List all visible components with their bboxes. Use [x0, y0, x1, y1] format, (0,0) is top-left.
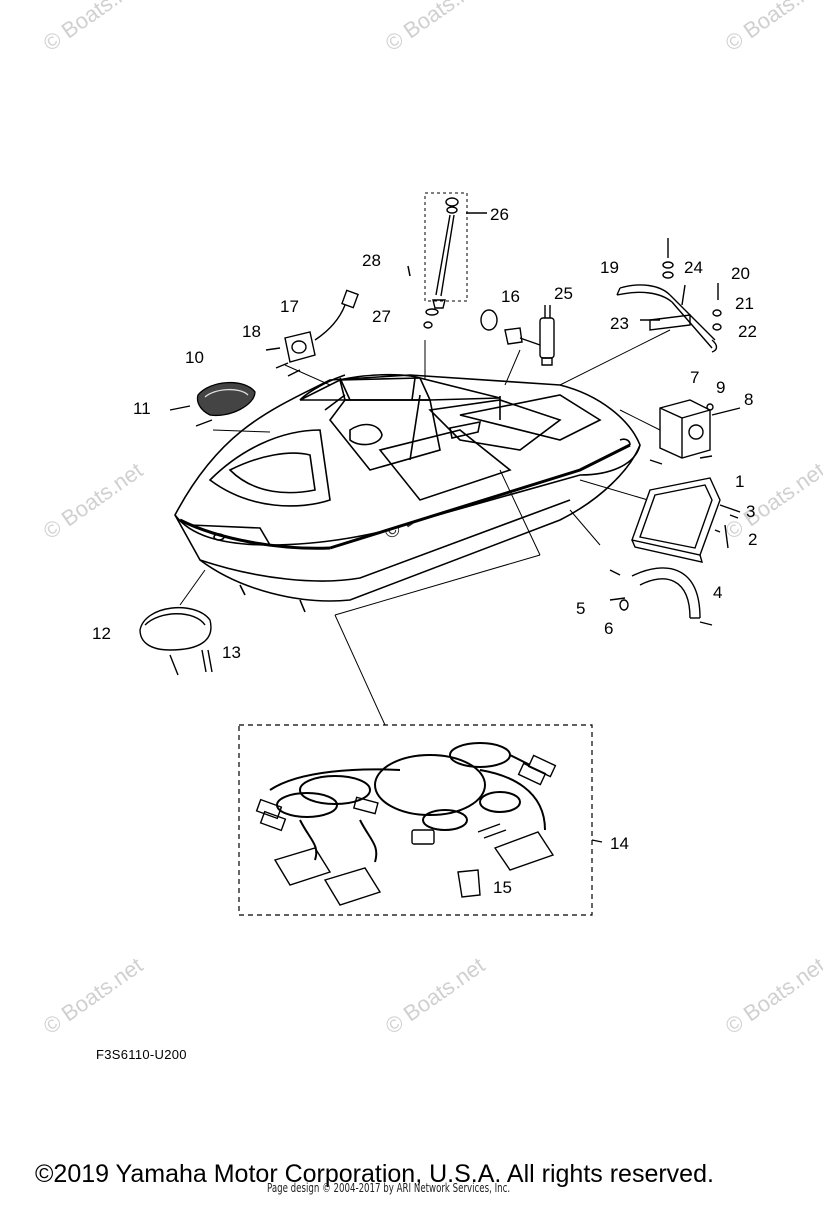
- part-4-strap: [609, 567, 713, 626]
- part-16-25: [480, 305, 555, 366]
- callout-24: 24: [684, 258, 703, 277]
- callout-26: 26: [490, 205, 509, 224]
- watermark: © Boats.net: [381, 0, 490, 56]
- callout-17: 17: [280, 297, 299, 316]
- callout-1: 1: [735, 472, 744, 491]
- callout-13: 13: [222, 643, 241, 662]
- watermark: © Boats.net: [721, 952, 823, 1039]
- callout-28: 28: [362, 251, 381, 270]
- boat-hull: [174, 373, 641, 613]
- part-26-antenna: [423, 192, 487, 329]
- callout-22: 22: [738, 322, 757, 341]
- callout-10: 10: [185, 348, 204, 367]
- watermark: © Boats.net: [39, 952, 148, 1039]
- callout-11: 11: [133, 399, 151, 418]
- callout-12: 12: [92, 624, 111, 643]
- callout-18: 18: [242, 322, 261, 341]
- callout-16: 16: [501, 287, 520, 306]
- leader-lines: [179, 329, 671, 726]
- watermark: © Boats.net: [721, 457, 823, 544]
- callout-20: 20: [731, 264, 750, 283]
- callout-3: 3: [746, 502, 755, 521]
- watermark: © Boats.net: [381, 952, 490, 1039]
- callout-25: 25: [554, 284, 573, 303]
- callout-23: 23: [610, 314, 629, 333]
- page-design-credit: Page design © 2004-2017 by ARI Network S…: [267, 1181, 511, 1195]
- callout-27: 27: [372, 307, 391, 326]
- callout-15: 15: [493, 878, 512, 897]
- callout-9: 9: [716, 378, 725, 397]
- part-1-panel: [631, 477, 741, 563]
- callout-7: 7: [690, 368, 699, 387]
- callout-5: 5: [576, 599, 585, 618]
- callout-14: 14: [610, 834, 629, 853]
- callout-numbers: 1 2 3 4 5 6 7 8 9 10 11 12 13 14 15 16 1…: [92, 205, 757, 897]
- callout-8: 8: [744, 390, 753, 409]
- callout-19: 19: [600, 258, 619, 277]
- watermark: © Boats.net: [39, 457, 148, 544]
- part-19-24-handle: [616, 238, 722, 353]
- diagram-code: F3S6110-U200: [96, 1047, 187, 1062]
- part-14-harness: [238, 724, 603, 916]
- part-7-box: [649, 399, 741, 465]
- part-17-module: [265, 289, 359, 377]
- part-28-pin: [407, 265, 411, 277]
- callout-6: 6: [604, 619, 613, 638]
- part-12-cover: [139, 607, 213, 676]
- callout-21: 21: [735, 294, 754, 313]
- callout-4: 4: [713, 583, 722, 602]
- part-10-speaker: [169, 381, 256, 427]
- watermark: © Boats.net: [39, 0, 148, 56]
- copyright-notice: ©2019 Yamaha Motor Corporation, U.S.A. A…: [35, 1160, 714, 1188]
- callout-2: 2: [748, 530, 757, 549]
- watermark: © Boats.net: [721, 0, 823, 56]
